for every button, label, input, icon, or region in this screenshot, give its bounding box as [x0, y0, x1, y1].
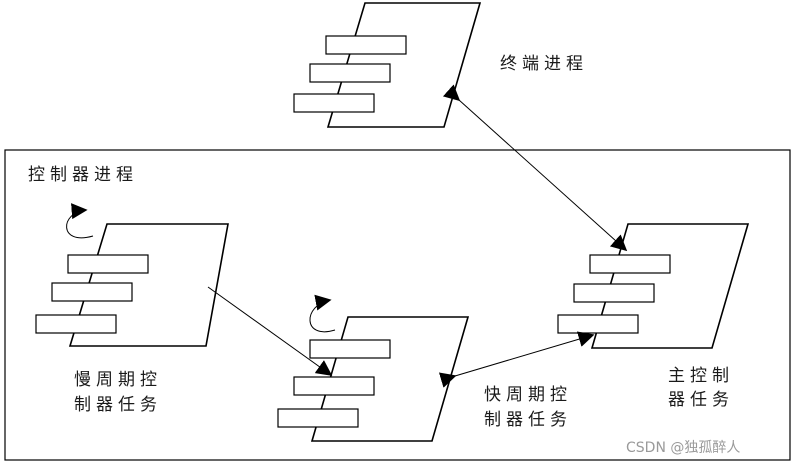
controller-process-label: 控制器进程: [28, 165, 138, 185]
fast-task-label-line1: 快周期控: [484, 385, 572, 405]
fast-task-component-icon: [277, 294, 470, 442]
terminal-main-connector: [442, 84, 628, 252]
slow-task-label-line1: 慢周期控: [74, 369, 162, 390]
terminal-process-label: 终端进程: [500, 54, 588, 74]
fast-main-connector: [438, 331, 595, 388]
fast-task-label-line2: 制器任务: [484, 410, 572, 430]
main-task-label-line2: 器任务: [668, 390, 734, 410]
main-task-label-line1: 主控制: [668, 366, 734, 386]
main-task-component-icon: [557, 223, 750, 349]
slow-task-self-loop-arrow-icon: [66, 203, 94, 239]
slow-fast-connector: [207, 286, 333, 376]
terminal-process-component-icon: [293, 2, 482, 128]
watermark: CSDN @独孤醉人: [626, 440, 740, 456]
slow-task-label-line2: 制器任务: [74, 395, 162, 415]
slow-task-component-icon: [35, 203, 229, 347]
controller-process-boundary: [4, 149, 791, 461]
fast-task-self-loop-arrow-icon: [309, 294, 336, 333]
